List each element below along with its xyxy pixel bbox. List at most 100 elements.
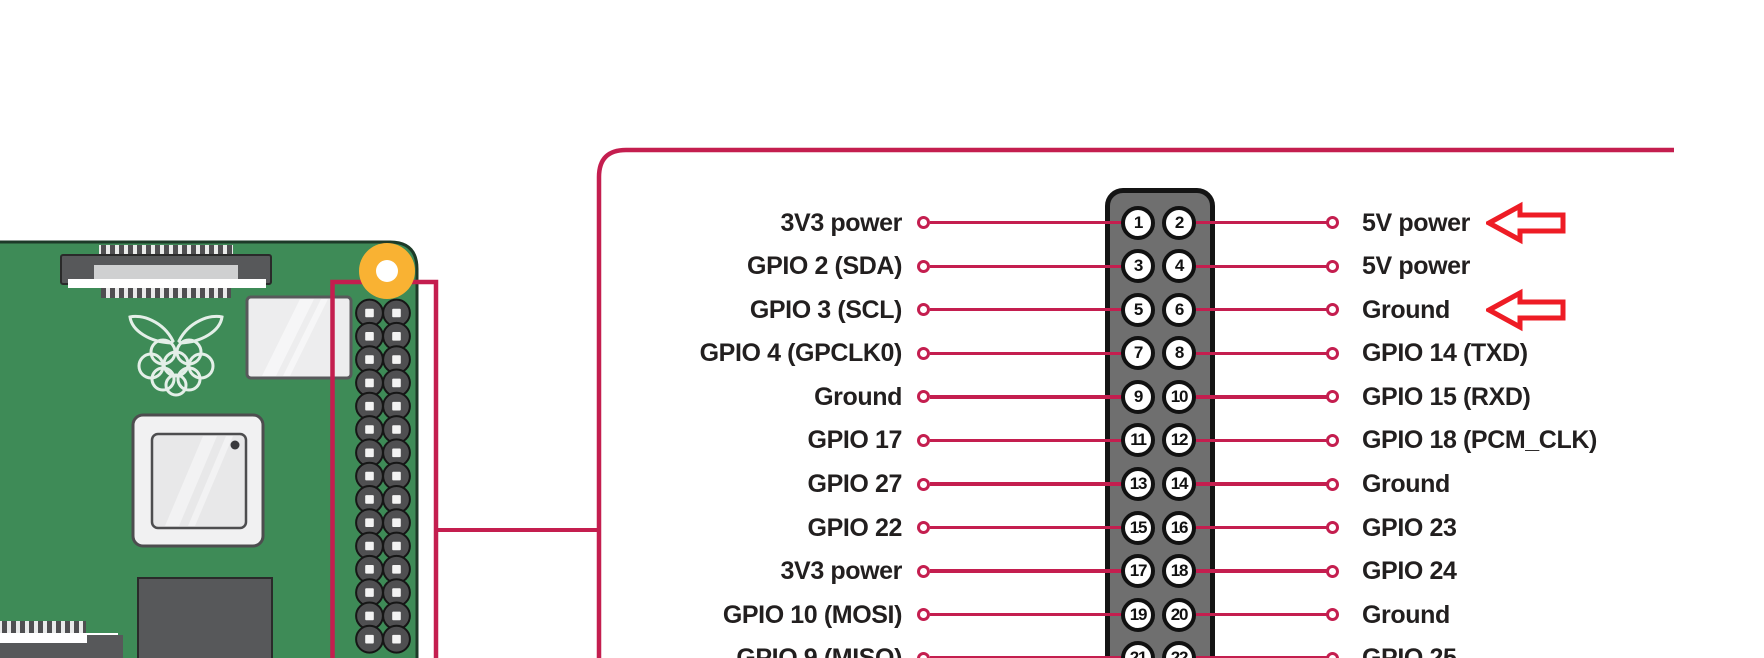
pin-wire-left	[930, 525, 1122, 530]
pin-number-right: 12	[1162, 423, 1196, 458]
pin-number-right: 4	[1162, 249, 1196, 284]
wire-endpoint-right	[1326, 477, 1339, 491]
callout-panel-border	[596, 147, 1674, 658]
pin-wire-right	[1196, 525, 1327, 530]
pin-label-right: GPIO 15 (RXD)	[1362, 382, 1531, 411]
pin-label-right: GPIO 23	[1362, 513, 1457, 542]
wire-endpoint-left	[917, 608, 930, 622]
pin-wire-left	[930, 264, 1122, 268]
pin-number-right: 22	[1162, 641, 1196, 658]
wire-endpoint-left	[917, 521, 930, 535]
pin-wire-right	[1196, 569, 1327, 573]
pin-number-left: 15	[1121, 510, 1155, 545]
wire-endpoint-left	[917, 564, 930, 578]
pin-number-right: 8	[1162, 336, 1196, 371]
pin-row: GPIO 27 13 14 Ground	[0, 462, 1764, 506]
mounting-hole	[359, 243, 415, 299]
pin-number-right: 14	[1162, 467, 1196, 501]
pi-board	[0, 240, 419, 658]
processor-chip	[131, 413, 265, 548]
wire-endpoint-right	[1326, 521, 1339, 535]
pin-label-left: 3V3 power	[780, 208, 903, 237]
wire-endpoint-right	[1326, 651, 1339, 658]
pin-label-left: GPIO 17	[807, 426, 903, 455]
pin-label-right: GPIO 25	[1362, 636, 1457, 658]
pin-label-right: Ground	[1362, 470, 1450, 498]
pin-label-right: GPIO 18 (PCM_CLK)	[1362, 426, 1597, 455]
red-arrow-icon	[1486, 201, 1566, 244]
pin-label-right: GPIO 24	[1362, 557, 1457, 586]
wire-endpoint-left	[917, 346, 930, 360]
pin-label-right: 5V power	[1362, 252, 1470, 281]
wire-endpoint-left	[917, 216, 930, 230]
wire-endpoint-right	[1326, 564, 1339, 578]
wire-endpoint-right	[1326, 259, 1339, 273]
pin-number-right: 2	[1162, 205, 1196, 240]
pin-label-right: 5V power	[1362, 208, 1470, 237]
pin-number-left: 13	[1121, 467, 1155, 501]
pin-row: GPIO 17 11 12 GPIO 18 (PCM_CLK)	[0, 418, 1764, 462]
wire-endpoint-left	[917, 477, 930, 491]
pin-row: GPIO 9 (MISO) 21 22 GPIO 25	[0, 636, 1764, 658]
raspberry-logo-icon	[128, 314, 224, 397]
wire-endpoint-right	[1326, 216, 1339, 230]
gpio-header-strip	[355, 298, 411, 654]
pin-label-left: GPIO 27	[807, 470, 903, 498]
pin-label-left: Ground	[814, 382, 902, 411]
wire-endpoint-right	[1326, 303, 1339, 317]
pin-wire-left	[930, 656, 1122, 658]
pin-row: GPIO 22 15 16 GPIO 23	[0, 506, 1764, 550]
pin-wire-left	[930, 351, 1122, 356]
wire-endpoint-right	[1326, 608, 1339, 622]
red-arrow-icon	[1486, 288, 1566, 332]
wire-endpoint-left	[917, 651, 930, 658]
pin-label-right: Ground	[1362, 295, 1450, 324]
wire-endpoint-left	[917, 259, 930, 273]
pin-row: GPIO 3 (SCL) 5 6 Ground	[0, 288, 1764, 332]
pin-wire-right	[1196, 482, 1327, 486]
wire-endpoint-left	[917, 390, 930, 404]
pin-number-left: 19	[1121, 597, 1155, 632]
pin-wire-right	[1196, 612, 1327, 617]
pin-label-left: GPIO 22	[807, 513, 903, 542]
pin-wire-right	[1196, 351, 1327, 356]
wire-endpoint-right	[1326, 433, 1339, 447]
pin-wire-right	[1196, 220, 1327, 225]
pin-number-left: 7	[1121, 336, 1155, 371]
pin-number-right: 10	[1162, 379, 1196, 414]
pin-label-left: GPIO 9 (MISO)	[736, 636, 902, 658]
chip-small	[245, 295, 353, 380]
pin-label-left: GPIO 3 (SCL)	[749, 295, 903, 324]
display-connector	[60, 245, 272, 298]
pin-number-right: 6	[1162, 292, 1196, 327]
pin-number-right: 16	[1162, 510, 1196, 545]
pin-row: Ground 9 10 GPIO 15 (RXD)	[0, 375, 1764, 419]
pin-number-left: 17	[1121, 554, 1155, 589]
pin-label-right: Ground	[1362, 600, 1450, 629]
wire-endpoint-left	[917, 433, 930, 447]
pin-label-left: GPIO 2 (SDA)	[747, 252, 902, 281]
pin-row: GPIO 4 (GPCLK0) 7 8 GPIO 14 (TXD)	[0, 331, 1764, 375]
pin-number-right: 18	[1162, 554, 1196, 589]
pin-number-right: 20	[1162, 597, 1196, 632]
pin-wire-left	[930, 612, 1122, 617]
pin-wire-left	[930, 395, 1122, 399]
pin-number-left: 5	[1121, 292, 1155, 327]
pin-number-left: 9	[1121, 379, 1155, 414]
pin-label-left: GPIO 4 (GPCLK0)	[699, 339, 903, 368]
pin-row: GPIO 10 (MOSI) 19 20 Ground	[0, 593, 1764, 637]
pin-number-left: 21	[1121, 641, 1155, 658]
wire-endpoint-right	[1326, 390, 1339, 404]
pin-wire-left	[930, 220, 1122, 225]
pin-wire-left	[930, 438, 1122, 443]
camera-connector	[0, 621, 123, 658]
pin-row: GPIO 2 (SDA) 3 4 5V power	[0, 244, 1764, 288]
wire-endpoint-right	[1326, 346, 1339, 360]
pin-wire-right	[1196, 264, 1327, 268]
wire-endpoint-left	[917, 303, 930, 317]
pin-wire-right	[1196, 395, 1327, 399]
pin-number-left: 11	[1121, 423, 1155, 458]
pin-number-left: 3	[1121, 249, 1155, 284]
